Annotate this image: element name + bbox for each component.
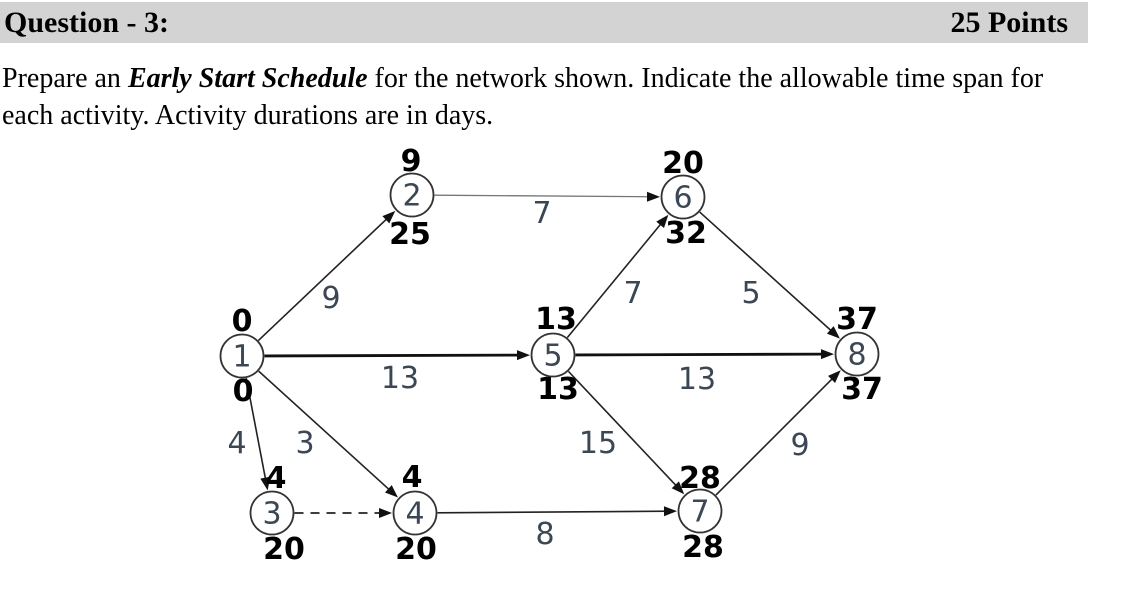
edge-1-2 — [257, 217, 389, 342]
node-early-time-5: 13 — [535, 302, 577, 337]
arrowhead-icon-5-8 — [820, 349, 835, 360]
node-circle-4 — [392, 490, 438, 536]
edge-duration-4-7: 8 — [535, 517, 554, 552]
arrowhead-icon-7-8 — [828, 370, 841, 383]
edge-duration-1-3: 4 — [227, 426, 246, 461]
node-late-time-1: 0 — [233, 374, 254, 409]
edge-duration-1-4: 3 — [295, 426, 314, 461]
edge-duration-5-7: 15 — [579, 426, 617, 461]
edge-7-8 — [715, 376, 835, 496]
edge-1-5 — [264, 353, 521, 358]
node-circle-7 — [677, 488, 723, 534]
node-circle-2 — [389, 172, 435, 218]
node-early-time-8: 37 — [836, 302, 878, 337]
edge-duration-2-6: 7 — [532, 196, 551, 231]
instructions-run-2: for the network shown. Indicate the allo… — [2, 63, 1044, 131]
question-title: Question - 3: — [4, 5, 169, 39]
arrowhead-icon-1-2 — [382, 210, 396, 224]
node-early-time-2: 9 — [401, 144, 422, 179]
arrowhead-icon-6-8 — [826, 326, 840, 339]
edge-1-3 — [245, 377, 267, 481]
points-label: 25 Points — [950, 5, 1068, 39]
node-late-time-3: 20 — [263, 532, 305, 567]
edge-2-6 — [434, 194, 651, 198]
edge-duration-5-6: 7 — [623, 276, 642, 311]
node-circle-6 — [660, 174, 706, 220]
arrowhead-icon-3-4 — [379, 508, 392, 518]
node-late-time-8: 37 — [841, 372, 883, 407]
edge-1-4 — [258, 370, 392, 492]
node-number-8: 8 — [847, 338, 866, 373]
arrowhead-icon-4-7 — [663, 506, 678, 517]
edge-duration-5-8: 13 — [678, 362, 716, 397]
edge-duration-6-8: 5 — [741, 276, 760, 311]
edge-5-6 — [566, 221, 663, 339]
node-number-3: 3 — [262, 497, 281, 532]
arrowhead-icon-1-5 — [516, 350, 531, 361]
edge-4-7 — [437, 510, 668, 514]
question-header-bar: Question - 3: 25 Points — [0, 2, 1088, 43]
node-late-time-2: 25 — [389, 217, 431, 252]
node-number-1: 1 — [232, 340, 251, 375]
node-number-5: 5 — [543, 339, 562, 374]
edge-5-7 — [567, 370, 678, 488]
instructions-text: Prepare an Early Start Schedule for the … — [2, 60, 1092, 134]
edge-duration-7-8: 9 — [790, 428, 809, 463]
arrowhead-icon-5-7 — [671, 481, 685, 495]
node-circle-3 — [249, 490, 295, 536]
node-circle-1 — [219, 333, 265, 379]
node-early-time-6: 20 — [662, 146, 704, 181]
node-circle-5 — [530, 332, 576, 378]
edge-6-8 — [699, 211, 834, 333]
node-early-time-1: 0 — [232, 304, 253, 339]
instructions-run-1: Early Start Schedule — [127, 63, 368, 94]
arrowhead-icon-2-6 — [646, 191, 661, 202]
node-circle-8 — [834, 331, 880, 377]
instructions-run-0: Prepare an — [2, 63, 128, 94]
edge-duration-1-5: 13 — [381, 361, 419, 396]
node-number-7: 7 — [690, 495, 709, 530]
arrowhead-icon-1-3 — [260, 476, 271, 491]
edge-duration-1-2: 9 — [321, 281, 340, 316]
node-early-time-4: 4 — [402, 460, 423, 495]
node-number-6: 6 — [673, 181, 692, 216]
node-early-time-3: 4 — [266, 461, 287, 496]
arrowhead-icon-1-4 — [384, 485, 398, 498]
node-late-time-5: 13 — [537, 372, 579, 407]
edge-5-8 — [575, 352, 825, 357]
arrowhead-icon-5-6 — [656, 214, 669, 228]
node-late-time-7: 28 — [682, 530, 724, 565]
node-number-2: 2 — [402, 179, 421, 214]
node-number-4: 4 — [405, 497, 424, 532]
node-late-time-6: 32 — [665, 216, 707, 251]
node-early-time-7: 28 — [679, 461, 721, 496]
node-late-time-4: 20 — [395, 532, 437, 567]
